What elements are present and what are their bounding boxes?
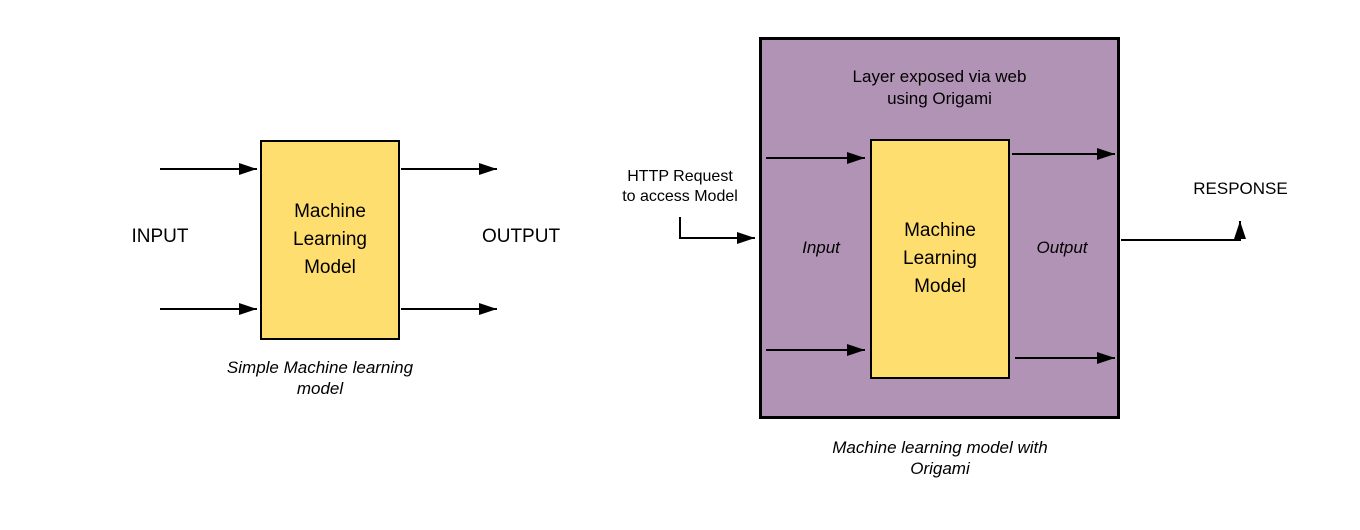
simple-output-label: OUTPUT (481, 226, 561, 247)
simple-input-label: INPUT (131, 226, 189, 247)
origami-model-caption: Machine learning model with Origami (832, 438, 1048, 478)
origami-ml-model-label: Machine Learning Model (903, 220, 977, 297)
response-elbow-arrow-icon (1121, 221, 1246, 241)
simple-ml-model-label: Machine Learning Model (293, 201, 367, 278)
http-request-label: HTTP Request to access Model (622, 168, 738, 205)
origami-ml-model-box: Machine Learning Model (870, 139, 1010, 379)
simple-model-caption: Simple Machine learning model (226, 358, 414, 398)
http-request-elbow-arrow-icon (679, 217, 755, 244)
origami-input-label: Input (802, 238, 840, 257)
origami-output-label: Output (1036, 238, 1088, 257)
origami-layer-title: Layer exposed via web using Origami (852, 67, 1027, 108)
simple-ml-model-box: Machine Learning Model (260, 140, 400, 340)
response-label: RESPONSE (1193, 179, 1288, 198)
